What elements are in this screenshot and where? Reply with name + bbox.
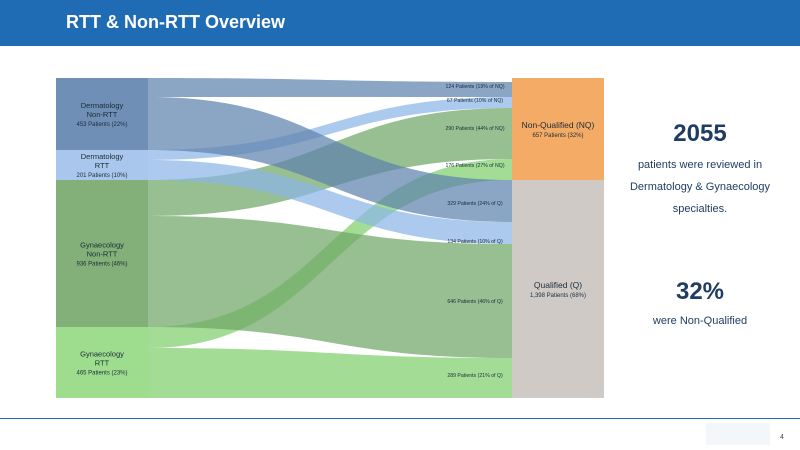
total-patients-value: 2055 [673,120,727,147]
flows-layer [148,78,512,398]
left-node-label: Non-RTT [87,250,118,259]
left-node-label: Non-RTT [87,110,118,119]
page-number: 4 [780,434,784,441]
right-node-label: Non-Qualified (NQ) [522,120,595,130]
left-node-count: 453 Patients (22%) [76,122,127,128]
left-node-box [56,180,148,327]
right-node-count: 1,398 Patients (68%) [530,293,586,299]
left-node-count: 465 Patients (23%) [76,371,127,377]
left-node-box [56,150,148,180]
page-title: RTT & Non-RTT Overview [66,12,286,32]
flow-label: 329 Patients (24% of Q) [447,201,503,207]
left-node-label: RTT [95,359,110,368]
flow-label: 176 Patients (27% of NQ) [445,163,504,169]
flow-band [148,216,512,358]
flow-band [148,97,512,222]
left-node-label: Dermatology [81,101,124,110]
flow-band [148,348,512,398]
flow-label: 67 Patients (10% of NQ) [447,98,503,104]
right-node-box [512,180,604,398]
flow-labels-layer: 124 Patients (19% of NQ) 67 Patients (10%… [445,84,504,379]
footer-divider [0,418,800,419]
flow-label: 290 Patients (44% of NQ) [445,126,504,132]
flow-label: 134 Patients (10% of Q) [447,239,503,245]
flow-band [148,160,512,244]
left-node-count: 201 Patients (10%) [76,173,127,179]
left-node-count: 936 Patients (46%) [76,262,127,268]
flow-label: 646 Patients (46% of Q) [447,299,503,305]
flow-label: 124 Patients (19% of NQ) [445,84,504,90]
left-node-label: Dermatology [81,152,124,161]
flow-band [148,78,512,97]
right-node-box [512,78,604,180]
non-qualified-percent: 32% [675,278,725,305]
left-node-label: Gynaecology [80,350,124,359]
flow-label: 289 Patients (21% of Q) [447,373,503,379]
right-node-label: Qualified (Q) [534,280,582,290]
total-patients-text-3: specialties. [672,203,728,215]
left-node-box [56,78,148,150]
total-patients-text-1: patients were reviewed in [637,159,763,171]
stat-panel: 2055 patients were reviewed in Dermatolo… [615,120,785,332]
header-bar: RTT & Non-RTT Overview [0,0,800,46]
left-node-box [56,327,148,398]
non-qualified-text: were Non-Qualified [652,315,748,327]
left-node-label: RTT [95,161,110,170]
footer-placeholder [706,423,770,445]
total-patients-text-2: Dermatology & Gynaecology [629,181,770,193]
right-node-count: 657 Patients (32%) [532,133,583,139]
flow-band [148,97,512,160]
left-node-label: Gynaecology [80,241,124,250]
